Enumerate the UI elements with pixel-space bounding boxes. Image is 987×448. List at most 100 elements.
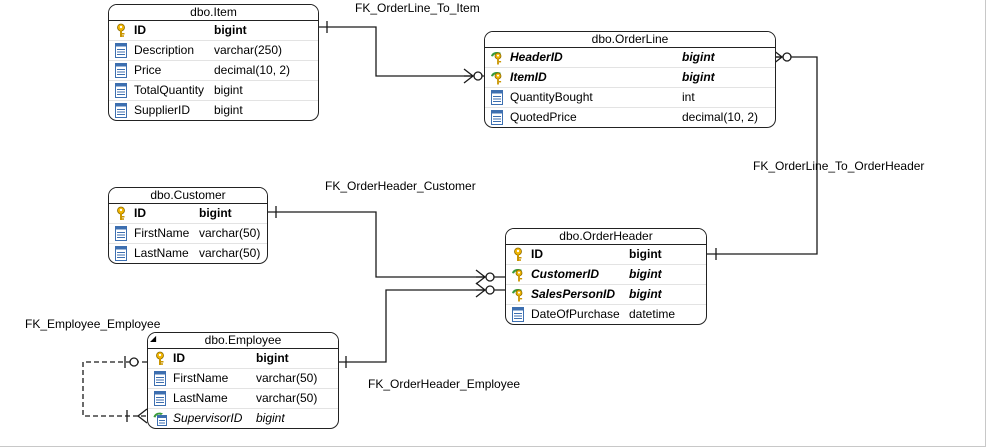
column-name: CustomerID	[531, 267, 600, 281]
column-name: SupplierID	[134, 103, 191, 117]
column-row[interactable]: ItemID bigint	[485, 68, 775, 88]
primary-key-icon	[156, 351, 164, 365]
relationship-label: FK_OrderLine_To_Item	[355, 1, 480, 15]
column-type: bigint	[256, 351, 289, 365]
column-type: varchar(50)	[199, 226, 261, 240]
column-row[interactable]: FirstName varchar(50)	[109, 224, 267, 244]
column-row[interactable]: TotalQuantity bigint	[109, 81, 318, 101]
table-title: dbo.Item	[109, 5, 318, 21]
relationship-label: FK_OrderLine_To_OrderHeader	[753, 159, 925, 173]
column-type: bigint	[629, 247, 662, 261]
table-title: dbo.OrderLine	[485, 32, 775, 48]
link-orderline-to-item[interactable]	[318, 21, 484, 84]
column-icon	[115, 43, 127, 58]
column-row[interactable]: LastName varchar(50)	[109, 244, 267, 263]
column-name: QuotedPrice	[510, 110, 577, 124]
column-type: bigint	[682, 50, 715, 64]
column-row[interactable]: QuantityBought int	[485, 88, 775, 108]
column-type: varchar(50)	[256, 391, 318, 405]
column-type: datetime	[629, 307, 676, 321]
column-row[interactable]: FirstName varchar(50)	[148, 369, 338, 389]
column-type: decimal(10, 2)	[682, 110, 759, 124]
relationship-label: FK_OrderHeader_Customer	[325, 179, 476, 193]
column-icon	[115, 103, 127, 118]
column-name: QuantityBought	[510, 90, 593, 104]
column-icon	[154, 371, 166, 386]
column-name: LastName	[134, 246, 189, 260]
column-name: DateOfPurchase	[531, 307, 620, 321]
column-row[interactable]: ID bigint	[148, 349, 338, 369]
table-orderline[interactable]: dbo.OrderLine HeaderID bigint ItemID big…	[484, 31, 776, 128]
column-name: ID	[173, 351, 185, 365]
table-item[interactable]: dbo.Item ID bigint Description varchar(2…	[108, 4, 319, 121]
column-name: FirstName	[134, 226, 190, 240]
column-icon	[115, 226, 127, 241]
column-name: TotalQuantity	[134, 83, 205, 97]
table-title: dbo.Customer	[109, 188, 267, 204]
column-row[interactable]: CustomerID bigint	[506, 265, 706, 285]
column-name: ItemID	[510, 70, 547, 84]
column-type: bigint	[199, 206, 232, 220]
column-type: varchar(50)	[256, 371, 318, 385]
column-row[interactable]: QuotedPrice decimal(10, 2)	[485, 108, 775, 127]
column-row[interactable]: SupplierID bigint	[109, 101, 318, 120]
column-type: varchar(50)	[199, 246, 261, 260]
column-icon	[115, 63, 127, 78]
primary-foreign-key-icon	[512, 289, 523, 302]
column-icon	[491, 110, 503, 125]
column-row[interactable]: Description varchar(250)	[109, 41, 318, 61]
column-type: bigint	[214, 83, 243, 97]
column-name: ID	[134, 23, 146, 37]
column-name: HeaderID	[510, 50, 563, 64]
table-customer[interactable]: dbo.Customer ID bigint FirstName varchar…	[108, 187, 268, 264]
primary-foreign-key-icon	[491, 52, 502, 65]
primary-foreign-key-icon	[512, 269, 523, 282]
column-row[interactable]: DateOfPurchase datetime	[506, 305, 706, 324]
column-row[interactable]: ID bigint	[506, 245, 706, 265]
column-icon	[115, 83, 127, 98]
table-corner-icon: ◢	[150, 334, 157, 343]
column-type: bigint	[214, 103, 243, 117]
foreign-key-icon	[153, 412, 167, 426]
table-title: dbo.Employee	[148, 333, 338, 349]
column-type: bigint	[629, 287, 662, 301]
column-row[interactable]: ID bigint	[109, 21, 318, 41]
column-icon	[512, 307, 524, 322]
link-orderheader-employee[interactable]	[338, 282, 505, 368]
relationship-label: FK_Employee_Employee	[25, 317, 161, 331]
table-employee[interactable]: ◢ dbo.Employee ID bigint FirstName varch…	[147, 332, 339, 429]
column-name: ID	[531, 247, 543, 261]
column-name: Description	[134, 43, 195, 57]
column-type: int	[682, 90, 695, 104]
column-name: Price	[134, 63, 162, 77]
link-orderheader-customer[interactable]	[266, 206, 505, 285]
column-row[interactable]: ID bigint	[109, 204, 267, 224]
primary-foreign-key-icon	[491, 72, 502, 85]
column-name: FirstName	[173, 371, 229, 385]
primary-key-icon	[117, 23, 125, 37]
relationship-label: FK_OrderHeader_Employee	[368, 377, 521, 391]
link-employee-employee[interactable]	[82, 356, 148, 424]
column-row[interactable]: LastName varchar(50)	[148, 389, 338, 409]
table-orderheader[interactable]: dbo.OrderHeader ID bigint CustomerID big…	[505, 228, 707, 325]
column-name: SalesPersonID	[531, 287, 616, 301]
primary-key-icon	[117, 206, 125, 220]
column-row[interactable]: Price decimal(10, 2)	[109, 61, 318, 81]
column-icon	[491, 90, 503, 105]
column-name: LastName	[173, 391, 228, 405]
column-icon	[154, 391, 166, 406]
column-type: varchar(250)	[214, 43, 283, 57]
column-icon	[115, 246, 127, 261]
primary-key-icon	[514, 247, 522, 261]
column-row[interactable]: HeaderID bigint	[485, 48, 775, 68]
table-title: dbo.OrderHeader	[506, 229, 706, 245]
column-row[interactable]: SupervisorID bigint	[148, 409, 338, 428]
column-name: SupervisorID	[173, 411, 243, 425]
column-type: bigint	[629, 267, 662, 281]
column-type: bigint	[256, 411, 285, 425]
column-type: bigint	[214, 23, 247, 37]
column-row[interactable]: SalesPersonID bigint	[506, 285, 706, 305]
column-type: decimal(10, 2)	[214, 63, 291, 77]
